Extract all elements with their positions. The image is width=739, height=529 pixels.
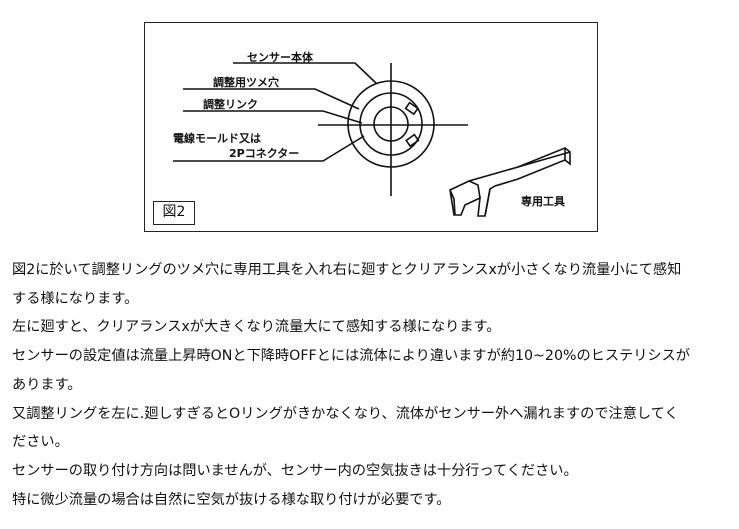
leader-claw-hole: [183, 88, 360, 110]
paragraph-line: あります。: [12, 376, 82, 393]
paragraph-line: 又調整リングを左に.廻しすぎるとOリングがきかなくなり、流体がセンサー外へ漏れま…: [12, 405, 679, 422]
sensor-inner-circle: [373, 106, 409, 142]
leader-sensor-body: [233, 62, 377, 84]
label-sensor-body: センサー本体: [247, 51, 313, 64]
leader-cable: [173, 135, 365, 162]
paragraph-line: する様になります。: [12, 290, 139, 307]
paragraph-line: 特に微少流量の場合は自然に空気が抜ける様な取り付けが必要です。: [12, 491, 451, 508]
sensor-body-outer-circle: [347, 80, 435, 168]
leader-adjust-ring: [183, 110, 363, 124]
adjust-ring-circle: [359, 92, 423, 156]
special-tool-drawing: [449, 146, 571, 217]
label-cable-line1: 電線モールド又は: [173, 132, 261, 145]
paragraph-line: 図2に於いて調整リングのツメ穴に専用工具を入れ右に廻すとクリアランスxが小さくな…: [12, 262, 682, 278]
sensor-diagram: [173, 62, 571, 217]
label-cable-line2: 2Pコネクター: [229, 147, 300, 160]
figure-number-box: 図2: [153, 201, 195, 225]
paragraph-line: センサーの設定値は流量上昇時ONと下降時OFFとには流体により違いますが約10~…: [12, 348, 690, 365]
label-adjust-claw-hole: 調整用ツメ穴: [213, 76, 279, 89]
paragraph-line: センサーの取り付け方向は問いませんが、センサー内の空気抜きは十分行ってください。: [12, 462, 578, 479]
body-text: 図2に於いて調整リングのツメ穴に専用工具を入れ右に廻すとクリアランスxが小さくな…: [12, 256, 734, 514]
paragraph-line: ださい。: [12, 434, 69, 451]
paragraph-line: 左に廻すと、クリアランスxが大きくなり流量大にて感知する様になります。: [12, 319, 501, 336]
label-adjust-ring: 調整リンク: [203, 98, 258, 111]
figure-2: センサー本体 調整用ツメ穴 調整リンク 電線モールド又は 2Pコネクター 専用工…: [144, 22, 598, 232]
claw-hole-lower: [405, 133, 420, 148]
claw-hole-upper: [404, 101, 419, 116]
label-special-tool: 専用工具: [521, 195, 565, 208]
